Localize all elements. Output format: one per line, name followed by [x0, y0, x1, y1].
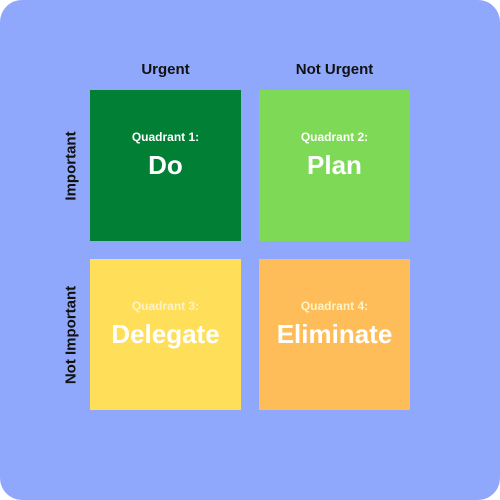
quadrant-action: Do [148, 150, 183, 180]
row-label-important: Important [62, 131, 80, 201]
quadrant-number: Quadrant 1: [131, 130, 200, 144]
quadrant-number: Quadrant 3: [131, 299, 200, 313]
quadrant-action: Plan [307, 150, 362, 180]
column-label-urgent: Urgent [141, 61, 190, 78]
quadrant-plan: Quadrant 2: Plan [259, 90, 410, 241]
quadrant-action: Delegate [111, 319, 220, 349]
quadrant-action: Eliminate [276, 319, 393, 349]
quadrant-number: Quadrant 4: [300, 299, 369, 313]
row-label-not-important: Not Important [62, 285, 80, 385]
column-label-not-urgent: Not Urgent [295, 61, 374, 78]
quadrant-eliminate: Quadrant 4: Eliminate [259, 259, 410, 410]
quadrant-do: Quadrant 1: Do [90, 90, 241, 241]
quadrant-number: Quadrant 2: [300, 130, 369, 144]
quadrant-delegate: Quadrant 3: Delegate [90, 259, 241, 410]
